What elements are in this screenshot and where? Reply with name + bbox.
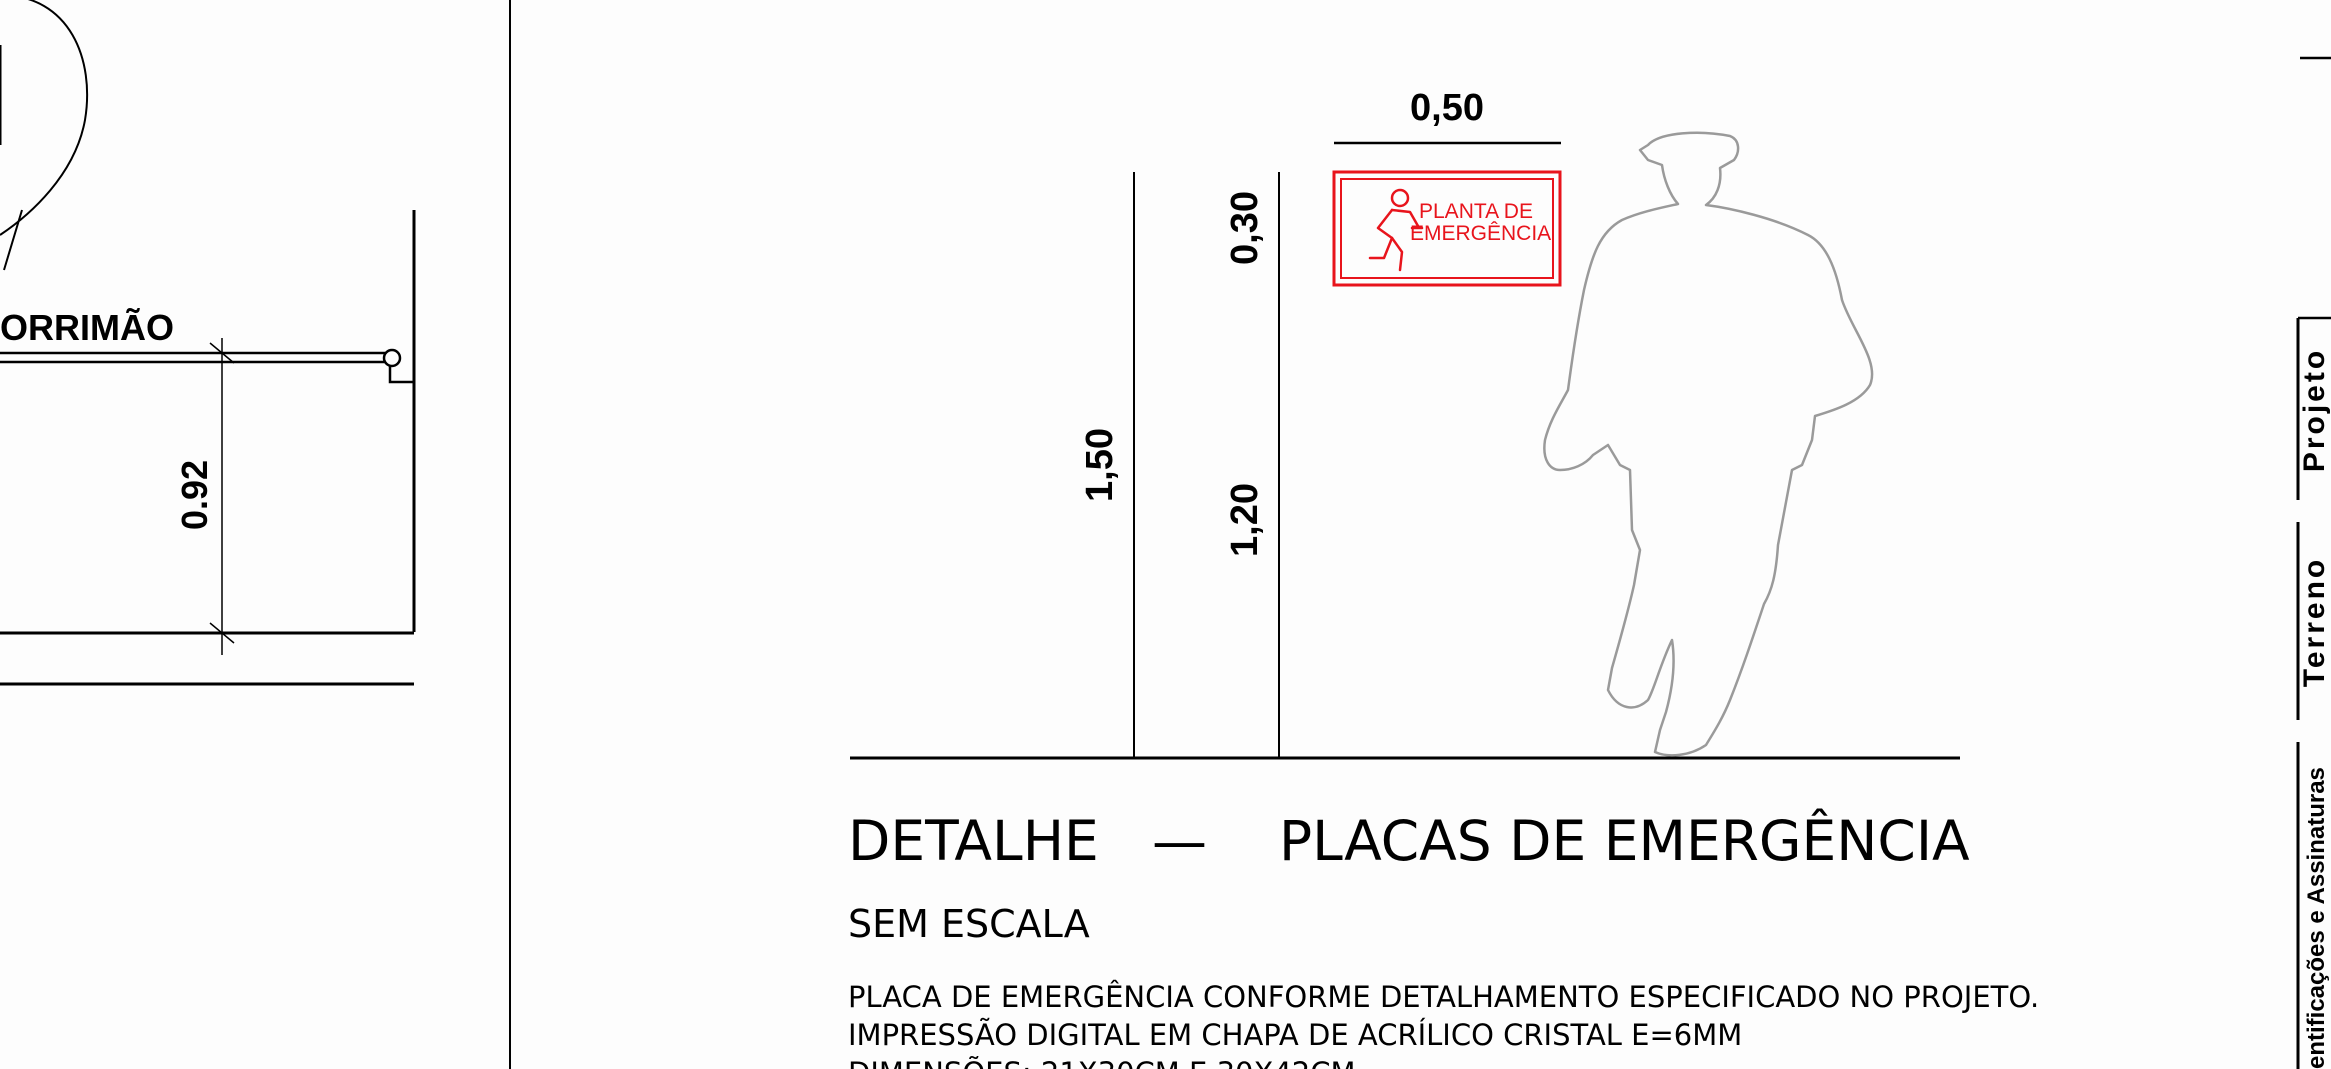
title-block-certificacoes: entificações e Assinaturas — [2303, 767, 2330, 1069]
title-block-projeto: Projeto — [2298, 348, 2331, 472]
handrail-height-dim: 0.92 — [174, 460, 215, 530]
handrail-end — [382, 348, 402, 368]
sign-height-dim: 0,30 — [1224, 191, 1266, 265]
sign-line-2: EMERGÊNCIA — [1410, 222, 1551, 245]
sign-inner-border — [1340, 178, 1554, 279]
arc-fragment — [0, 0, 89, 236]
sign-base-dim: 1,20 — [1224, 483, 1266, 557]
handrail-label: ORRIMÃO — [0, 306, 174, 348]
leader-line — [3, 209, 23, 271]
detail-title-right: PLACAS DE EMERGÊNCIA — [1279, 809, 1970, 873]
sign-width-dim: 0,50 — [1410, 87, 1484, 129]
emergency-sign-detail: 0,50 0,30 1,20 1,50 PLANTA DE EMERGÊNCIA — [850, 87, 1960, 760]
dim-tick — [209, 622, 235, 644]
detail-title-dash: — — [1152, 809, 1207, 873]
handrail-detail: ORRIMÃO 0.92 — [0, 0, 416, 686]
note-line: IMPRESSÃO DIGITAL EM CHAPA DE ACRÍLICO C… — [848, 1018, 1742, 1052]
sign-line-1: PLANTA DE — [1419, 200, 1533, 223]
note-line: DIMENSÕES: 21X30CM E 30X42CM — [848, 1056, 1356, 1069]
emergency-sign: PLANTA DE EMERGÊNCIA — [1332, 170, 1562, 287]
detail-title-block: DETALHE — PLACAS DE EMERGÊNCIA SEM ESCAL… — [848, 809, 2039, 1069]
title-block-terreno: Terreno — [2298, 557, 2331, 687]
running-man-exit-icon — [1368, 188, 1424, 272]
walking-man-silhouette — [1543, 131, 1874, 757]
sign-outer-border — [1332, 170, 1562, 287]
detail-title-left: DETALHE — [848, 809, 1099, 873]
dim-tick — [209, 342, 235, 364]
note-line: PLACA DE EMERGÊNCIA CONFORME DETALHAMENT… — [848, 980, 2039, 1014]
handrail-bracket — [388, 366, 414, 384]
detail-scale: SEM ESCALA — [848, 902, 1090, 946]
total-height-dim: 1,50 — [1079, 428, 1121, 502]
title-block: Projeto Terreno entificações e Assinatur… — [2296, 56, 2331, 1069]
